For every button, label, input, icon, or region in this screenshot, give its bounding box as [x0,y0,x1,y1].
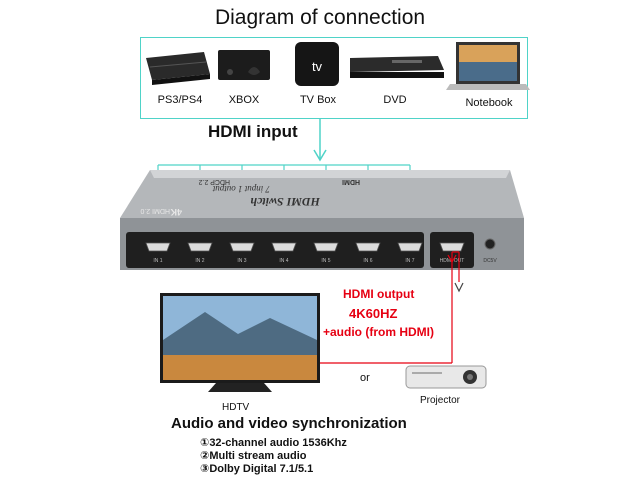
output-arrow-projector [454,282,464,293]
port-label-power: DC5V [483,258,497,264]
input-arrow [313,149,327,162]
hdmi-switch-device [120,170,524,270]
power-port [484,238,496,250]
hdmi-input-label: HDMI input [208,122,298,141]
device-hdmi-logo: HDMI [342,178,360,185]
output-audio: +audio (from HDMI) [323,325,434,339]
tv-box-badge: tv [312,59,323,74]
port-label-in4: IN 4 [279,258,288,264]
hdtv-icon [160,293,320,392]
port-label-in7: IN 7 [405,258,414,264]
hdmi-output-label: HDMI output [343,287,415,301]
device-name: HDMI Switch [250,195,321,209]
source-label-notebook: Notebook [465,97,513,109]
source-label-ps: PS3/PS4 [157,94,203,106]
device-hdcp: HDCP 2.2 [199,178,230,185]
or-label: or [360,372,370,384]
feature-item-3: ③Dolby Digital 7.1/5.1 [200,463,314,475]
feature-item-2: ②Multi stream audio [200,450,307,462]
hdtv-label: HDTV [222,402,250,413]
port-label-in5: IN 5 [321,258,330,264]
source-label-dvd: DVD [383,94,407,106]
input-ports [145,242,423,252]
sync-title: Audio and video synchronization [171,415,407,432]
diagram-title: Diagram of connection [214,6,426,29]
feature-item-1: ①32-channel audio 1536Khz [200,437,347,449]
ps-console-icon [146,52,210,85]
badge-hdmi-version: HDMI 2.0 [140,207,170,214]
badge-4k: 4K [170,207,182,217]
source-label-tvbox: TV Box [299,94,337,106]
source-label-xbox: XBOX [228,94,260,106]
output-resolution: 4K60HZ [349,306,398,321]
projector-label: Projector [420,395,461,406]
port-label-in1: IN 1 [153,258,162,264]
tv-box-icon: tv [295,42,339,86]
output-connection-lines [320,251,460,364]
xbox-icon [218,50,270,80]
source-devices-frame [140,37,528,119]
projector-icon [405,365,487,389]
notebook-icon [446,42,530,90]
port-label-in2: IN 2 [195,258,204,264]
dvd-player-icon [350,56,444,78]
device-subtitle: 7 input 1 output [212,184,270,194]
output-port [439,242,465,252]
port-label-in6: IN 6 [363,258,372,264]
output-arrow-down [447,254,457,264]
port-label-in3: IN 3 [237,258,246,264]
